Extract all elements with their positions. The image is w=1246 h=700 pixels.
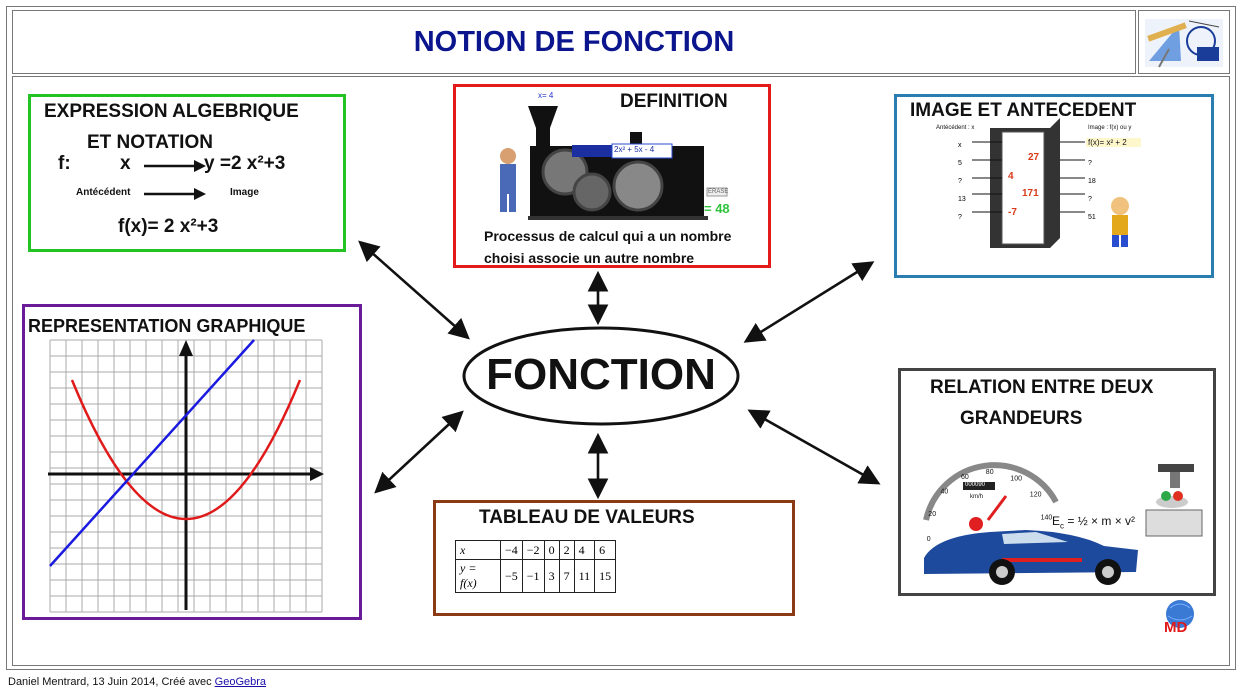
speed-unit: km/h [970,494,984,500]
speedometer-gauge [923,462,1059,521]
relation-heading-2: GRANDEURS [960,408,1083,429]
arrow-image [743,261,875,343]
function-door-illustration [972,118,1129,248]
function-graph [48,339,324,613]
author-globe-logo-icon: MD [1164,600,1194,636]
arrow-graph [374,410,464,494]
graph-card [22,304,362,620]
linear-curve [49,339,255,567]
sports-car-icon [924,530,1138,585]
mechanic-figure-icon [500,148,516,212]
antecedent-label: Antécédent [76,187,131,198]
center-ellipse [462,326,740,426]
y-axis-arrow [179,340,193,356]
gauge-tick-label: 0 [927,536,931,543]
inner-value-3: 171 [1022,188,1039,199]
image-y-label: Image : f(x) ou y [1088,125,1132,131]
parabola-curve [70,379,302,521]
mapping-arrows [144,160,206,200]
left-values: x 5 ? 13 ? [958,142,966,221]
inner-value-1: 27 [1028,152,1040,163]
x-label: x [120,153,131,174]
footer-text: Daniel Mentrard, 13 Juin 2014, Créé avec [8,676,215,688]
geometry-logo [1138,10,1230,74]
speedometer-needle [986,495,1008,521]
arrow-relation [747,409,881,485]
page-title: NOTION DE FONCTION [413,25,735,58]
expression-heading-1: EXPRESSION ALGEBRIQUE [44,101,299,122]
energy-formula: Ec = ½ × m × v² [1052,514,1136,531]
definition-line-2: choisi associe un autre nombre [484,250,695,266]
antecedent-x-label: Antécédent : x [936,125,975,131]
diagram-frame [12,76,1230,666]
geometry-tools-icon [1145,19,1223,68]
definition-heading: DEFINITION [620,91,728,112]
inner-value-4: -7 [1008,207,1017,218]
gauge-tick-label: 20 [928,511,936,518]
svg-text:MD: MD [1164,619,1187,636]
f-label: f: [58,153,71,174]
function-machine-illustration [500,106,728,220]
outer-frame [6,6,1236,670]
needle-hub-icon [969,517,983,531]
graph-heading: REPRESENTATION GRAPHIQUE [28,316,306,336]
machine-expression: 2x² + 5x - 4 [614,145,655,154]
expression-heading-2: ET NOTATION [87,132,213,153]
mapping-text: y =2 x²+3 [204,153,286,174]
right-values: ? 18 ? 51 [1088,160,1096,221]
child-with-key-icon [1111,197,1129,247]
gauge-tick-label: 40 [941,489,949,496]
center-label: FONCTION [486,350,716,399]
inner-value-2: 4 [1008,171,1014,182]
erase-label: ERASE [708,189,729,195]
gauge-tick-label: 120 [1030,492,1042,499]
expression-formula: f(x)= 2 x²+3 [118,216,219,237]
definition-line-1: Processus de calcul qui a un nombre [484,228,732,244]
image-label: Image [230,187,259,198]
car-speed-illustration: 020406080100120140160 [923,462,1203,585]
gauge-tick-label: 60 [961,474,969,481]
image-formula: f(x)= x² + 2 [1086,138,1141,147]
input-value: x= 4 [538,91,554,100]
expression-card [28,94,346,252]
odometer: 000090 [965,482,986,488]
table-row: y = f(x) −5 −1 3 7 11 15 [455,559,617,593]
gauge-tick-label: 140 [1041,514,1053,521]
x-axis-arrow [310,467,324,481]
title-bar: NOTION DE FONCTION [12,10,1136,74]
geogebra-link[interactable]: GeoGebra [214,676,267,688]
gauge-tick-label: 80 [986,469,994,476]
scale-icon [1145,464,1203,537]
gauge-tick-label: 100 [1010,475,1022,482]
footer: Daniel Mentrard, 13 Juin 2014, Créé avec… [8,676,266,688]
relation-heading-1: RELATION ENTRE DEUX [930,377,1154,398]
output-value: = 48 [704,201,730,216]
arrow-expression [358,240,470,340]
values-table: x −4 −2 0 2 4 6 y = f(x) −5 −1 3 7 11 15 [455,540,617,593]
image-antecedent-heading: IMAGE ET ANTECEDENT [910,100,1137,121]
table-heading: TABLEAU DE VALEURS [479,507,695,528]
table-row: x −4 −2 0 2 4 6 [455,540,617,560]
